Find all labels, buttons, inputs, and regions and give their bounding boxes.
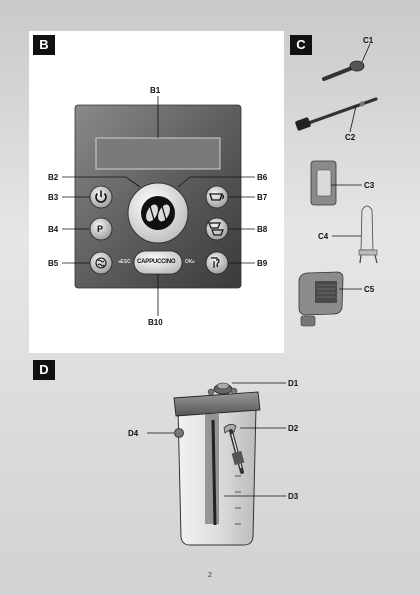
power-icon bbox=[95, 190, 107, 203]
label-c5: C5 bbox=[364, 285, 375, 294]
esc-label: ◂ESC bbox=[118, 259, 131, 265]
label-d1: D1 bbox=[288, 379, 299, 388]
label-b8: B8 bbox=[257, 225, 268, 234]
label-b2: B2 bbox=[48, 173, 59, 182]
ok-label: OK▸ bbox=[185, 259, 196, 265]
label-b1: B1 bbox=[150, 86, 161, 95]
panel-d-milk-container bbox=[29, 356, 390, 566]
label-b4: B4 bbox=[48, 225, 59, 234]
label-c2: C2 bbox=[345, 133, 356, 142]
section-tag-d: D bbox=[33, 360, 55, 380]
label-d2: D2 bbox=[288, 424, 299, 433]
steam-icon bbox=[95, 257, 107, 269]
cleaning-brush-illustration bbox=[295, 97, 378, 131]
section-tag-c: C bbox=[290, 35, 312, 55]
hot-water-button[interactable] bbox=[205, 251, 229, 275]
one-cup-icon bbox=[209, 193, 225, 201]
program-button-label: P bbox=[97, 224, 104, 234]
water-filter-cartridge-illustration bbox=[358, 205, 378, 264]
coffee-beans-icon bbox=[141, 196, 175, 230]
hot-water-icon bbox=[211, 257, 220, 268]
cappuccino-button-label: CAPPUCCINO bbox=[137, 259, 176, 265]
label-b3: B3 bbox=[48, 193, 59, 202]
label-c3: C3 bbox=[364, 181, 375, 190]
label-b6: B6 bbox=[257, 173, 268, 182]
display-screen bbox=[95, 137, 221, 170]
water-filter-pad-illustration bbox=[310, 160, 337, 206]
label-c4: C4 bbox=[318, 232, 329, 241]
milk-container-illustration bbox=[173, 382, 261, 546]
label-b5: B5 bbox=[48, 259, 59, 268]
section-tag-b: B bbox=[33, 35, 55, 55]
two-cups-button[interactable] bbox=[205, 217, 229, 241]
page-number: 2 bbox=[208, 572, 212, 579]
one-cup-button[interactable] bbox=[205, 185, 229, 209]
measuring-scoop-illustration bbox=[322, 60, 365, 81]
label-d3: D3 bbox=[288, 492, 299, 501]
label-c1: C1 bbox=[363, 36, 374, 45]
label-b10: B10 bbox=[148, 318, 163, 327]
label-d4: D4 bbox=[128, 429, 139, 438]
milk-jug-accessory-illustration bbox=[298, 271, 344, 327]
panel-c-accessories bbox=[286, 31, 390, 353]
label-b7: B7 bbox=[257, 193, 268, 202]
label-b9: B9 bbox=[257, 259, 268, 268]
two-cups-icon bbox=[208, 222, 224, 236]
steam-button[interactable] bbox=[89, 251, 113, 275]
